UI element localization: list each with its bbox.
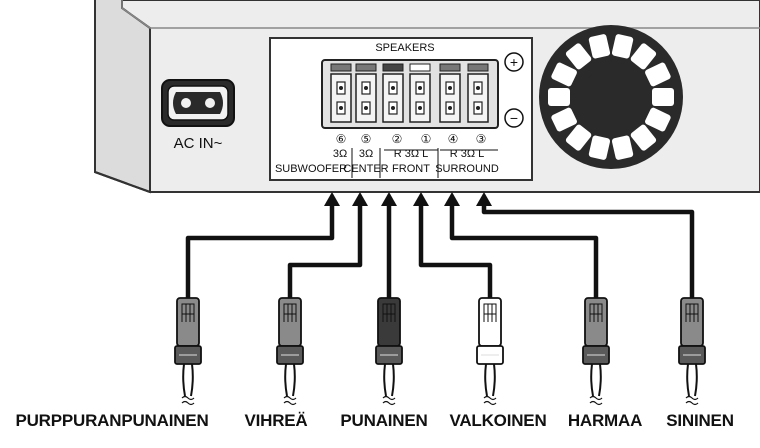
plug-4 — [476, 297, 504, 406]
fan-slot — [588, 34, 611, 59]
minus-sign: − — [510, 110, 518, 126]
cable-label-harmaa: HARMAA — [567, 411, 643, 430]
cable-label-vihrea: VIHREÄ — [244, 411, 308, 430]
fan-grille — [539, 25, 683, 169]
cable-4 — [413, 192, 504, 406]
terminal-group-surround: SURROUND — [435, 163, 499, 175]
cable-6 — [476, 192, 706, 406]
fan-slot — [565, 124, 592, 151]
arrow-4 — [413, 192, 429, 206]
plug-5 — [582, 297, 610, 406]
terminal-impedance-2: 3Ω — [359, 148, 373, 160]
terminal-number-4: ① — [421, 132, 432, 146]
terminal-group-center: CENTER — [343, 163, 388, 175]
terminal-number-6: ③ — [476, 132, 487, 146]
speaker-terminal-5 — [439, 63, 461, 123]
speaker-terminal-4 — [409, 63, 431, 123]
arrow-1 — [324, 192, 340, 206]
fan-slot — [630, 124, 657, 151]
speaker-terminal-6 — [467, 63, 489, 123]
cable-5 — [444, 192, 610, 406]
fan-slot — [611, 135, 634, 160]
arrow-3 — [381, 192, 397, 206]
cable-label-valkoinen: VALKOINEN — [449, 411, 547, 430]
cable-3 — [375, 192, 403, 406]
fan-slot — [588, 135, 611, 160]
fan-slot — [645, 62, 671, 87]
plug-2 — [276, 297, 304, 406]
speaker-terminal-2 — [355, 63, 377, 123]
terminal-impedance-1: 3Ω — [333, 148, 347, 160]
ac-pin-left — [181, 98, 191, 108]
fan-slot — [652, 88, 674, 106]
terminal-number-2: ⑤ — [361, 132, 372, 146]
cable-1 — [174, 192, 340, 406]
terminal-group-front: FRONT — [392, 163, 430, 175]
cable-label-purppuranpunainen: PURPPURANPUNAINEN — [15, 411, 209, 430]
speakers-title: SPEAKERS — [375, 42, 434, 54]
terminal-number-5: ④ — [448, 132, 459, 146]
fan-slot — [611, 34, 634, 59]
ac-pin-right — [205, 98, 215, 108]
terminal-number-1: ⑥ — [336, 132, 347, 146]
arrow-6 — [476, 192, 492, 206]
minus-symbol — [504, 108, 524, 128]
plug-1 — [174, 297, 202, 406]
fan-slot — [630, 43, 657, 70]
fan-slot — [548, 88, 570, 106]
cable-label-sininen: SININEN — [666, 411, 734, 430]
terminal-impedance-3: R 3Ω L — [394, 148, 429, 160]
terminal-group-subwoofer: SUBWOOFER — [275, 163, 347, 175]
plug-3 — [375, 297, 403, 406]
arrow-2 — [352, 192, 368, 206]
plus-symbol — [504, 52, 524, 72]
fan-slot — [551, 107, 577, 132]
speaker-terminal-1 — [330, 63, 352, 123]
terminal-number-3: ② — [392, 132, 403, 146]
cable-2 — [276, 192, 368, 406]
ac-in-label: AC IN~ — [174, 135, 223, 152]
terminal-impedance-5: R 3Ω L — [450, 148, 485, 160]
fan-slot — [645, 107, 671, 132]
cable-label-punainen: PUNAINEN — [340, 411, 428, 430]
speaker-terminal-3 — [382, 63, 404, 123]
arrow-5 — [444, 192, 460, 206]
ac-in-socket — [161, 79, 235, 127]
plus-sign: + — [510, 54, 518, 70]
fan-slot — [565, 43, 592, 70]
plug-6 — [678, 297, 706, 406]
fan-slot — [551, 62, 577, 87]
